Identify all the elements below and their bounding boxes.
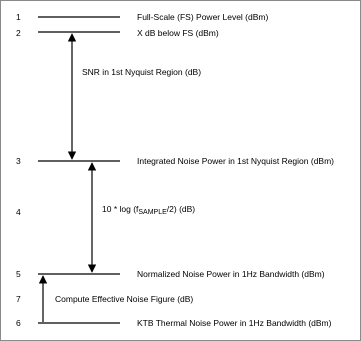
- level-1-number: 1: [16, 12, 21, 22]
- snr-label: SNR in 1st Nyquist Region (dB): [82, 67, 202, 77]
- sample-rate-label: 10 * log (fSAMPLE/2) (dB): [102, 204, 195, 218]
- level-1-label: Full-Scale (FS) Power Level (dBm): [137, 12, 269, 22]
- arrow-7-number: 7: [16, 294, 21, 304]
- level-6-number: 6: [16, 318, 21, 328]
- level-5-label: Normalized Noise Power in 1Hz Bandwidth …: [137, 269, 325, 279]
- noise-figure-label: Compute Effective Noise Figure (dB): [55, 294, 194, 304]
- level-3-label: Integrated Noise Power in 1st Nyquist Re…: [137, 156, 335, 166]
- level-2-label: X dB below FS (dBm): [137, 28, 219, 38]
- sample-rate-label-suffix: /2) (dB): [166, 204, 196, 214]
- level-3-number: 3: [16, 156, 21, 166]
- level-5-number: 5: [16, 269, 21, 279]
- arrow-4-number: 4: [16, 207, 21, 217]
- level-6-label: KTB Thermal Noise Power in 1Hz Bandwidth…: [137, 318, 332, 328]
- level-2-number: 2: [16, 28, 21, 38]
- sample-rate-label-subscript: SAMPLE: [138, 209, 167, 216]
- sample-rate-label-prefix: 10 * log (f: [102, 204, 139, 214]
